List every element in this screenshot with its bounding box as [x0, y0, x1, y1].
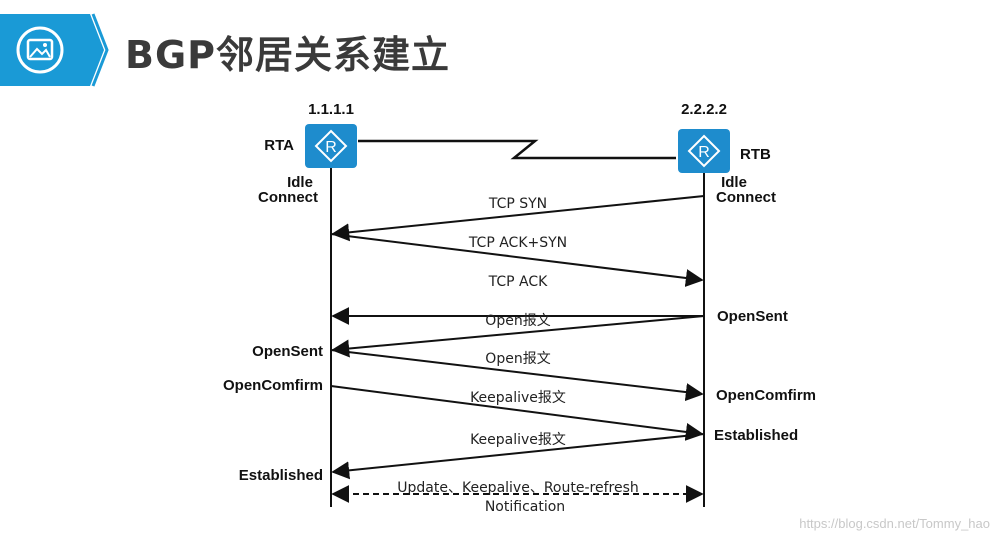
rta-state-idle: Idle [287, 174, 313, 191]
rtb-state-idle: Idle [721, 174, 747, 191]
rtb-state-connect: Connect [716, 189, 776, 206]
msg-arrow [331, 433, 705, 480]
msg-arrow [330, 233, 704, 287]
image-icon [16, 26, 64, 74]
router-icon: R [305, 124, 357, 168]
rtb-state-established: Established [714, 427, 798, 444]
rta-state-connect: Connect [258, 189, 318, 206]
exchange-label-2: Notification [485, 499, 565, 515]
rtb-state-opencomfirm: OpenComfirm [716, 387, 816, 404]
svg-text:R: R [698, 144, 710, 161]
header-badge [0, 13, 109, 87]
page-title: BGP邻居关系建立 [125, 33, 451, 77]
msg-arrow [331, 195, 705, 242]
msg-label: TCP SYN [488, 196, 547, 212]
rta-state-established: Established [239, 467, 323, 484]
msg-label: Keepalive报文 [470, 432, 566, 448]
msg-label: Open报文 [485, 351, 550, 367]
router-icon: R [678, 129, 730, 173]
msg-label: Open报文 [485, 313, 550, 329]
rtb-label: RTB [740, 146, 771, 163]
rta-ip: 1.1.1.1 [308, 101, 354, 118]
msg-label: TCP ACK [488, 274, 549, 290]
rta-state-opensent: OpenSent [252, 343, 323, 360]
rta-label: RTA [264, 137, 294, 154]
msg-arrow [330, 349, 704, 402]
msg-arrow [331, 315, 705, 358]
exchange-label-1: Update、Keepalive、Route-refresh [397, 480, 638, 496]
serial-link [358, 139, 676, 160]
msg-label: TCP ACK+SYN [468, 235, 567, 251]
msg-label: Keepalive报文 [470, 390, 566, 406]
rtb-ip: 2.2.2.2 [681, 101, 727, 118]
rta-state-opencomfirm: OpenComfirm [223, 377, 323, 394]
rtb-state-opensent: OpenSent [717, 308, 788, 325]
watermark: https://blog.csdn.net/Tommy_hao [799, 516, 990, 531]
msg-arrow [330, 385, 704, 441]
svg-text:R: R [325, 139, 337, 156]
